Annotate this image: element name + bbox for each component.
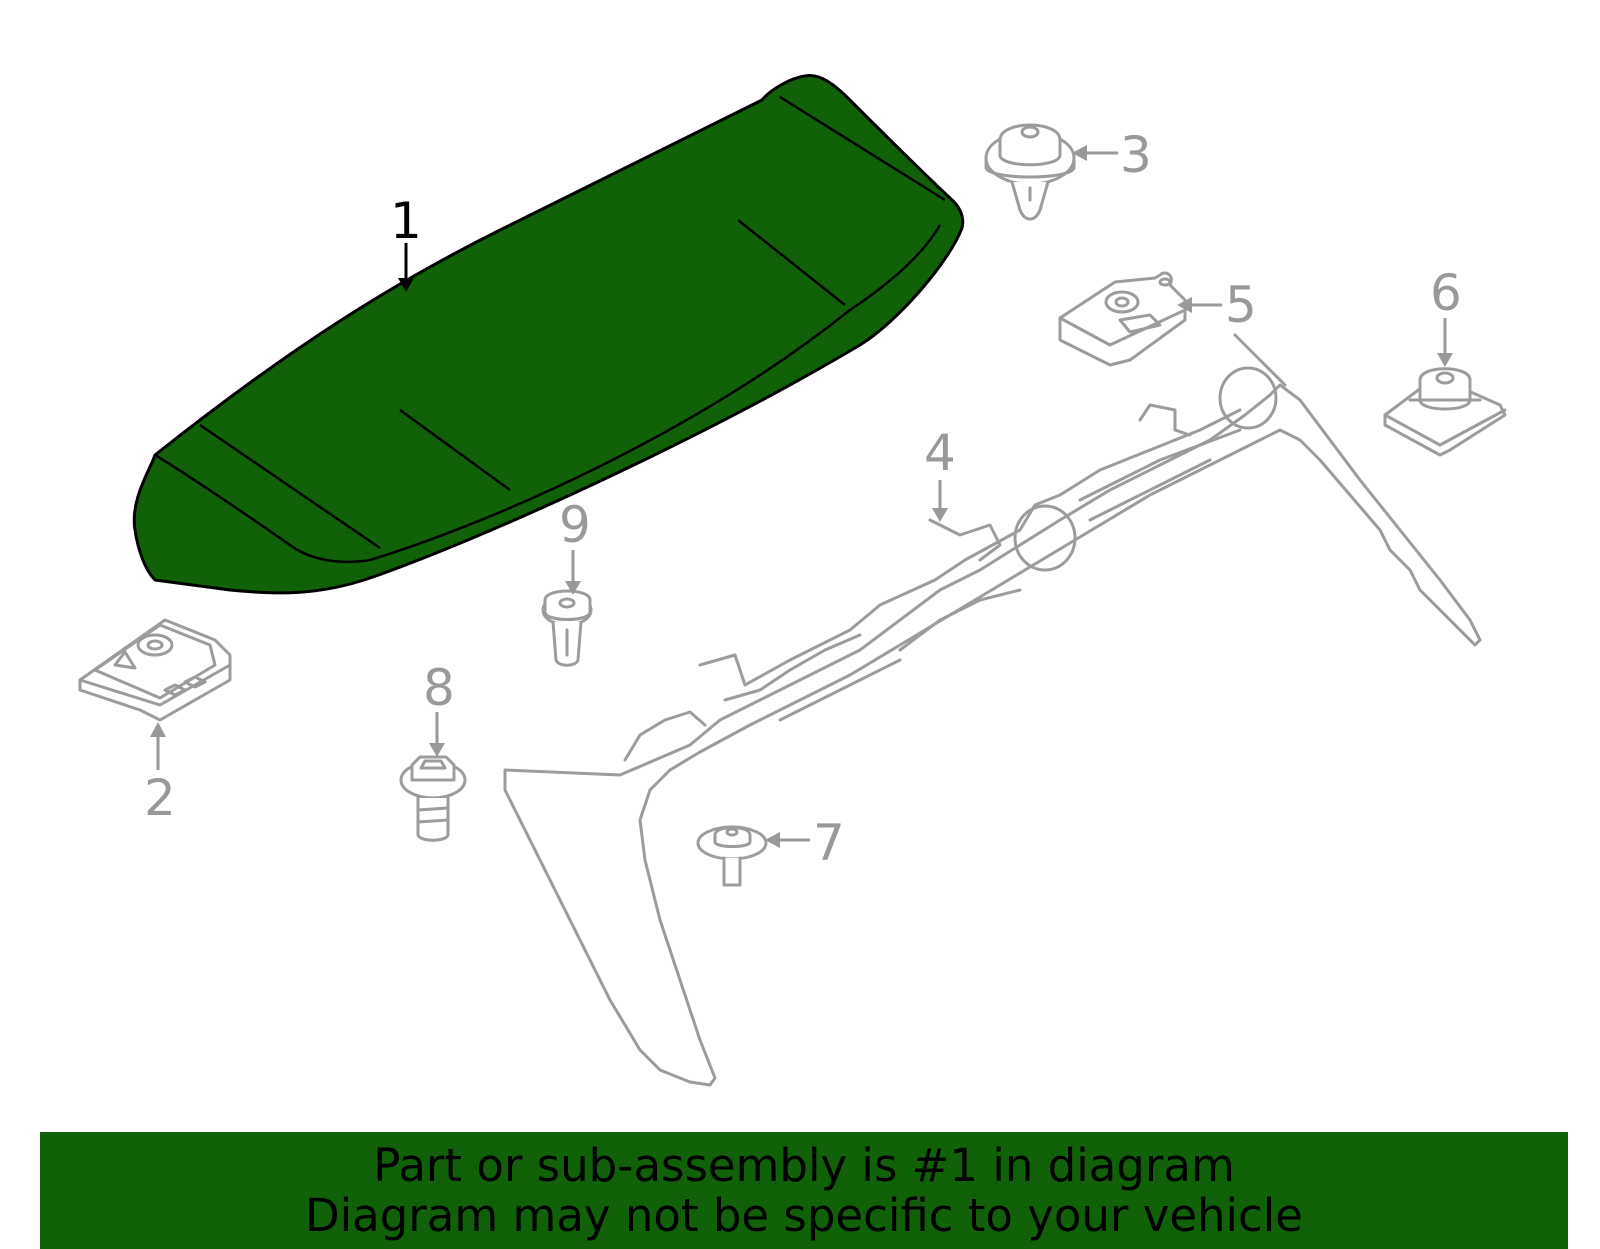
info-banner: Part or sub-assembly is #1 in diagram Di… (40, 1132, 1568, 1249)
callout-8[interactable]: 8 (423, 659, 455, 717)
callout-6[interactable]: 6 (1430, 264, 1462, 322)
part-4-trim-bracket[interactable] (503, 333, 1482, 1087)
callout-numbers: 1 2 3 4 5 6 7 8 9 (144, 126, 1462, 872)
arrow-head-6 (1437, 353, 1453, 367)
callout-4[interactable]: 4 (924, 424, 956, 482)
arrow-head-5 (1177, 297, 1192, 313)
arrow-head-8 (429, 743, 445, 757)
arrow-head-9 (565, 581, 581, 595)
part-9-clip[interactable] (541, 589, 593, 667)
arrow-head-3 (1072, 145, 1087, 161)
callout-1[interactable]: 1 (390, 192, 422, 250)
banner-line-1: Part or sub-assembly is #1 in diagram (373, 1138, 1235, 1192)
callout-arrows (150, 145, 1453, 848)
arrow-head-4 (932, 508, 948, 522)
callout-2[interactable]: 2 (144, 769, 176, 827)
part-8-bolt[interactable] (399, 755, 467, 842)
part-3-push-clip[interactable] (984, 123, 1076, 221)
banner-line-2: Diagram may not be specific to your vehi… (305, 1188, 1303, 1242)
part-7-push-pin[interactable] (696, 825, 768, 887)
callout-7[interactable]: 7 (813, 814, 845, 872)
part-1-spoiler[interactable] (132, 74, 965, 595)
arrow-head-7 (765, 832, 780, 848)
callout-3[interactable]: 3 (1120, 126, 1152, 184)
part-2-retainer[interactable] (78, 618, 232, 722)
arrow-head-1 (398, 278, 414, 292)
callout-9[interactable]: 9 (559, 496, 591, 554)
arrow-head-2 (150, 722, 166, 737)
callout-5[interactable]: 5 (1225, 276, 1257, 334)
part-6-retainer[interactable] (1383, 367, 1507, 457)
part-5-retainer[interactable] (1058, 271, 1187, 367)
